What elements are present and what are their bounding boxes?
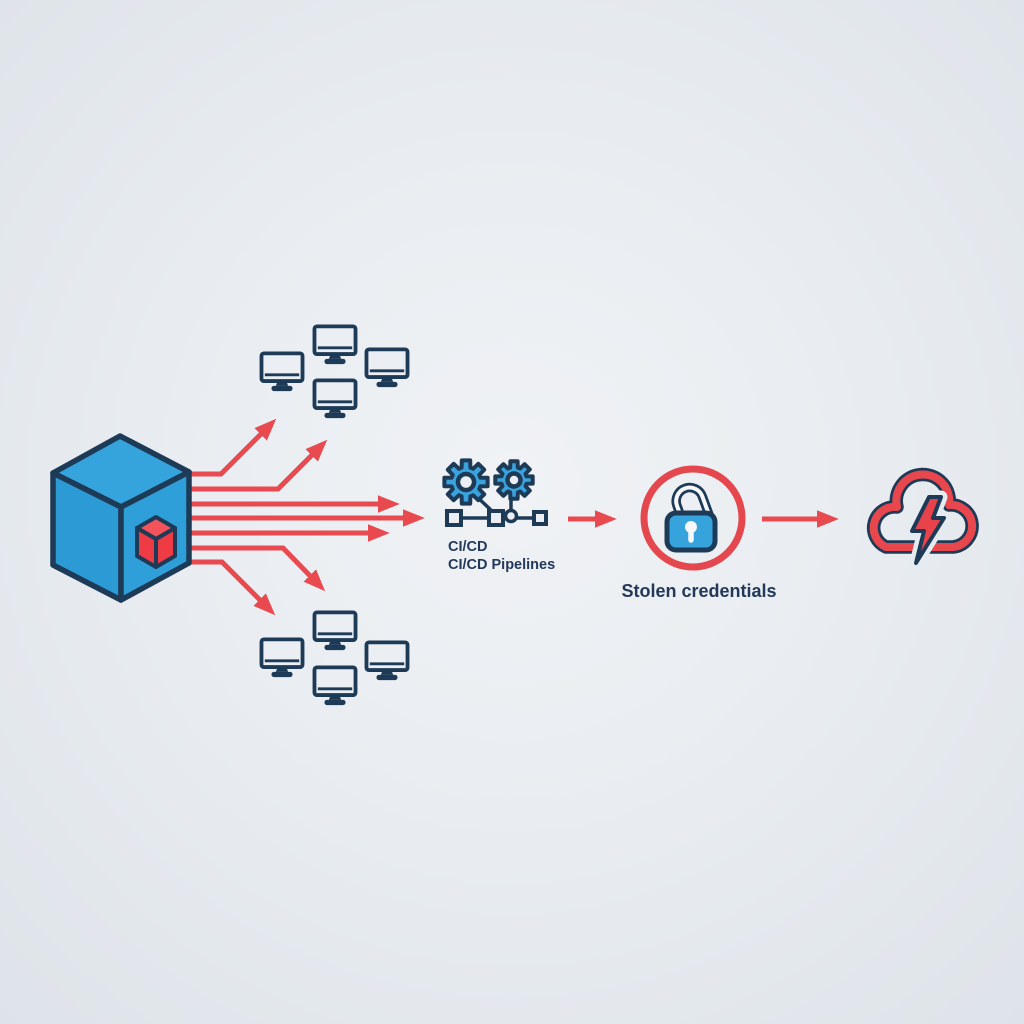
red-cube-right-face	[154, 526, 177, 569]
arrow-to-top-cluster-2	[191, 439, 328, 492]
pipeline-stage-square	[532, 510, 548, 526]
monitor-icon	[259, 637, 305, 679]
stolen-credentials-label: Stolen credentials	[621, 581, 776, 601]
lightning-bolt-icon	[910, 495, 946, 565]
pipeline-stage-square	[445, 509, 463, 527]
red-package-cube-icon	[135, 515, 177, 569]
cloud-incident-icon	[866, 467, 979, 570]
developer-machines-bottom	[259, 610, 410, 707]
malicious-package-icon	[50, 433, 192, 603]
monitor-icon	[312, 324, 358, 366]
monitor-icon	[312, 610, 358, 652]
stolen-credentials-icon: Stolen credentials	[621, 465, 777, 601]
arrow-to-top-cluster-1	[190, 418, 277, 477]
monitor-icon	[364, 347, 410, 389]
distribution-arrows	[190, 418, 425, 616]
red-circle-ring	[640, 465, 746, 571]
arrow-to-bottom-cluster-1	[191, 545, 326, 592]
monitor-icon	[312, 665, 358, 707]
developer-machines-top	[259, 324, 410, 420]
pipeline-stage-square	[487, 509, 505, 527]
cicd-label-line2: CI/CD Pipelines	[448, 557, 555, 573]
monitor-icon	[312, 378, 358, 420]
unlocked-padlock-icon	[664, 482, 718, 553]
arrow-to-bottom-cluster-2	[191, 559, 276, 616]
cicd-pipelines-icon: CI/CD CI/CD Pipelines	[442, 458, 555, 573]
cicd-label-line1: CI/CD	[448, 539, 487, 555]
pipeline-node-dot	[503, 508, 519, 524]
monitor-icon	[364, 640, 410, 682]
monitor-icon	[259, 351, 305, 393]
